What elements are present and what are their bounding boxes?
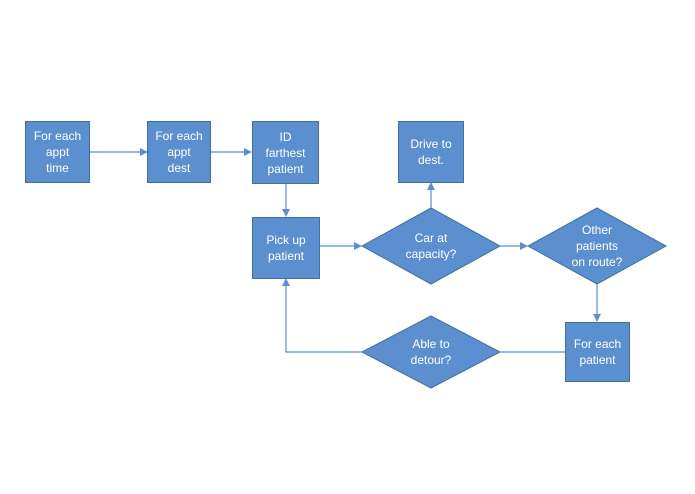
decision-label: Able to detour?: [410, 337, 452, 367]
node-pick-up-patient: Pick up patient: [252, 217, 320, 279]
node-label: ID farthest patient: [265, 129, 306, 176]
node-label: Drive to dest.: [410, 137, 452, 167]
decision-label: Car at capacity?: [405, 231, 457, 261]
diamond-car-at-capacity: [360, 207, 502, 285]
node-label: For each appt dest: [155, 129, 203, 175]
node-id-farthest-patient: ID farthest patient: [252, 121, 319, 184]
node-for-each-patient: For each patient: [565, 322, 630, 382]
decision-car-at-capacity: Car at capacity?: [382, 222, 480, 270]
diamond-able-to-detour: [360, 315, 502, 389]
edge-able-to-detour-to-pick-up: [282, 278, 362, 353]
decision-label: Other patients on route?: [571, 223, 623, 269]
decision-able-to-detour: Able to detour?: [382, 328, 480, 376]
node-label: For each patient: [573, 337, 622, 367]
node-for-each-appt-dest: For each appt dest: [147, 121, 211, 183]
node-drive-to-dest: Drive to dest.: [398, 121, 464, 183]
node-label: For each appt time: [33, 129, 82, 175]
decision-other-patients-on-route: Other patients on route?: [548, 218, 646, 274]
node-for-each-appt-time: For each appt time: [25, 121, 90, 183]
node-label: Pick up patient: [266, 233, 306, 263]
